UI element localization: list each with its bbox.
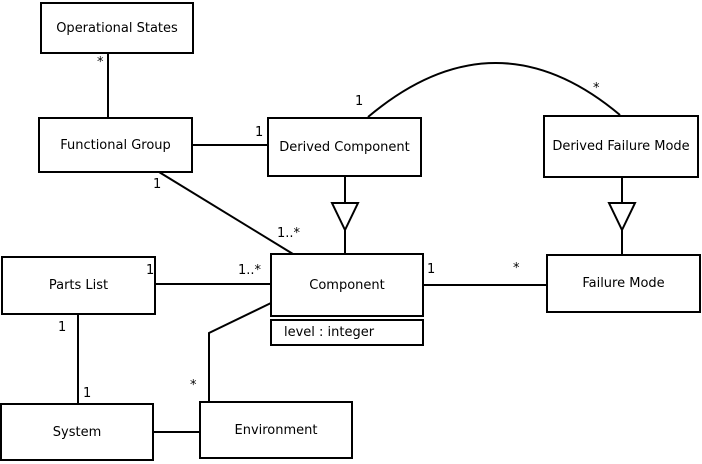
class-box-derived-component[interactable]: Derived Component bbox=[267, 117, 422, 177]
class-name-label: Functional Group bbox=[60, 137, 171, 153]
attribute-label: level : integer bbox=[284, 325, 375, 340]
multiplicity-label: 1 bbox=[255, 125, 264, 140]
edge-derived-component-derived-failure-mode[interactable] bbox=[367, 62, 621, 118]
class-name-label: Failure Mode bbox=[582, 276, 665, 291]
class-name-label: Environment bbox=[234, 422, 318, 438]
class-box-parts-list[interactable]: Parts List bbox=[1, 256, 156, 315]
class-box-operational-states[interactable]: Operational States bbox=[40, 2, 194, 54]
edge-component-environment[interactable] bbox=[208, 302, 272, 402]
class-box-component[interactable]: Component bbox=[270, 253, 424, 317]
class-box-functional-group[interactable]: Functional Group bbox=[38, 117, 193, 173]
class-box-derived-failure-mode[interactable]: Derived Failure Mode bbox=[543, 115, 699, 178]
class-box-environment[interactable]: Environment bbox=[199, 401, 353, 459]
multiplicity-label: 1 bbox=[58, 320, 67, 335]
generalization-arrow-icon bbox=[607, 202, 637, 233]
multiplicity-label: * bbox=[513, 261, 520, 276]
multiplicity-label: 1..* bbox=[238, 263, 262, 278]
class-name-label: Operational States bbox=[56, 20, 178, 36]
multiplicity-label: 1 bbox=[153, 177, 162, 192]
multiplicity-label: 1 bbox=[355, 94, 364, 109]
multiplicity-label: * bbox=[190, 378, 197, 393]
class-name-label: Derived Component bbox=[279, 139, 410, 155]
class-name-label: Derived Failure Mode bbox=[552, 139, 690, 154]
multiplicity-label: * bbox=[97, 55, 104, 70]
multiplicity-label: 1 bbox=[427, 262, 436, 277]
class-name-label: Component bbox=[309, 277, 385, 293]
multiplicity-label: 1 bbox=[146, 263, 155, 278]
multiplicity-label: * bbox=[593, 81, 600, 96]
multiplicity-label: 1..* bbox=[277, 226, 301, 241]
class-name-label: System bbox=[52, 424, 102, 440]
class-box-component-attributes[interactable]: level : integer bbox=[270, 319, 424, 346]
class-name-label: Parts List bbox=[48, 278, 109, 293]
multiplicity-label: 1 bbox=[83, 386, 92, 401]
generalization-arrow-icon bbox=[330, 202, 360, 233]
class-box-system[interactable]: System bbox=[0, 403, 154, 461]
class-box-failure-mode[interactable]: Failure Mode bbox=[546, 254, 701, 313]
edge-functional-group-component[interactable] bbox=[158, 171, 294, 255]
